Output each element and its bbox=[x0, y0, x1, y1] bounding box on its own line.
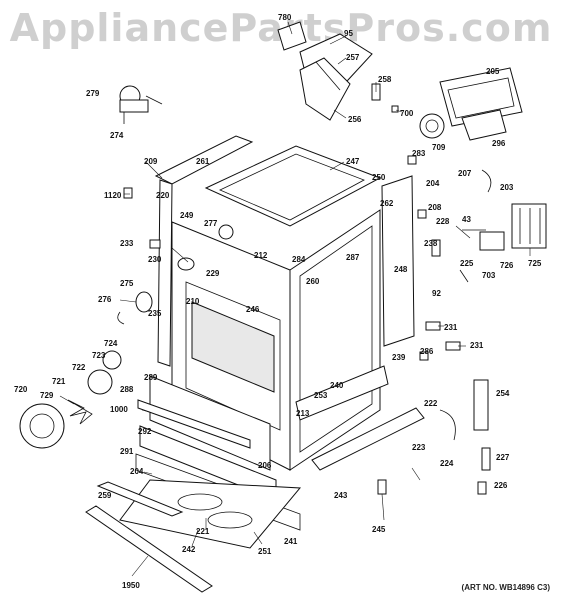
label-287: 287 bbox=[346, 253, 360, 262]
label-203: 203 bbox=[500, 183, 514, 192]
label-246: 246 bbox=[246, 305, 260, 314]
vent-duct-assembly bbox=[277, 21, 373, 121]
oven-body bbox=[85, 135, 425, 593]
label-229: 229 bbox=[206, 269, 220, 278]
label-724: 724 bbox=[104, 339, 118, 348]
label-228: 228 bbox=[436, 217, 450, 226]
label-275: 275 bbox=[120, 279, 134, 288]
label-205: 205 bbox=[486, 67, 500, 76]
label-729: 729 bbox=[40, 391, 54, 400]
label-239: 239 bbox=[392, 353, 406, 362]
label-206: 206 bbox=[258, 461, 272, 470]
label-721: 721 bbox=[52, 377, 66, 386]
label-274: 274 bbox=[110, 131, 124, 140]
label-709: 709 bbox=[432, 143, 446, 152]
label-276: 276 bbox=[98, 295, 112, 304]
label-247: 247 bbox=[346, 157, 360, 166]
label-284: 284 bbox=[292, 255, 306, 264]
label-249: 249 bbox=[180, 211, 194, 220]
label-257: 257 bbox=[346, 53, 360, 62]
label-241: 241 bbox=[284, 537, 298, 546]
label-224: 224 bbox=[440, 459, 454, 468]
label-240: 240 bbox=[330, 381, 344, 390]
label-700: 700 bbox=[400, 109, 414, 118]
label-261: 261 bbox=[196, 157, 210, 166]
label-204-bottom: 204 bbox=[130, 467, 144, 476]
label-220: 220 bbox=[156, 191, 170, 200]
label-283: 283 bbox=[412, 149, 426, 158]
label-291: 291 bbox=[120, 447, 134, 456]
valve-assembly bbox=[119, 85, 163, 124]
label-292: 292 bbox=[138, 427, 152, 436]
label-251: 251 bbox=[258, 547, 272, 556]
label-213: 213 bbox=[296, 409, 310, 418]
label-233: 233 bbox=[120, 239, 134, 248]
label-256: 256 bbox=[348, 115, 362, 124]
label-279: 279 bbox=[86, 89, 100, 98]
label-288: 288 bbox=[120, 385, 134, 394]
label-286: 286 bbox=[420, 347, 434, 356]
label-723: 723 bbox=[92, 351, 106, 360]
label-258: 258 bbox=[378, 75, 392, 84]
label-725: 725 bbox=[528, 259, 542, 268]
label-722: 722 bbox=[72, 363, 86, 372]
art-number: (ART NO. WB14896 C3) bbox=[461, 583, 550, 592]
label-209: 209 bbox=[144, 157, 158, 166]
leader-lines bbox=[59, 21, 531, 577]
label-212: 212 bbox=[254, 251, 268, 260]
part-labels: 780 95 257 205 279 258 700 274 709 296 2… bbox=[14, 13, 542, 590]
label-208: 208 bbox=[428, 203, 442, 212]
label-223: 223 bbox=[412, 443, 426, 452]
label-204-top: 204 bbox=[426, 179, 440, 188]
label-245: 245 bbox=[372, 525, 386, 534]
label-1000: 1000 bbox=[110, 405, 128, 414]
label-243: 243 bbox=[334, 491, 348, 500]
label-720: 720 bbox=[14, 385, 28, 394]
label-248: 248 bbox=[394, 265, 408, 274]
label-253: 253 bbox=[314, 391, 328, 400]
label-227: 227 bbox=[496, 453, 510, 462]
label-231-upper: 231 bbox=[444, 323, 458, 332]
label-289: 289 bbox=[144, 373, 158, 382]
label-296: 296 bbox=[492, 139, 506, 148]
label-231-lower: 231 bbox=[470, 341, 484, 350]
left-parts bbox=[19, 187, 234, 449]
label-207: 207 bbox=[458, 169, 472, 178]
label-43: 43 bbox=[462, 215, 471, 224]
label-235: 235 bbox=[148, 309, 162, 318]
label-225: 225 bbox=[460, 259, 474, 268]
label-230: 230 bbox=[148, 255, 162, 264]
label-92: 92 bbox=[432, 289, 441, 298]
label-726: 726 bbox=[500, 261, 514, 270]
label-259: 259 bbox=[98, 491, 112, 500]
label-1120: 1120 bbox=[104, 191, 122, 200]
label-254: 254 bbox=[496, 389, 510, 398]
label-1950: 1950 bbox=[122, 581, 140, 590]
label-210: 210 bbox=[186, 297, 200, 306]
label-262: 262 bbox=[380, 199, 394, 208]
label-703: 703 bbox=[482, 271, 496, 280]
label-95: 95 bbox=[344, 29, 353, 38]
label-238: 238 bbox=[424, 239, 438, 248]
label-226: 226 bbox=[494, 481, 508, 490]
label-260: 260 bbox=[306, 277, 320, 286]
label-221: 221 bbox=[196, 527, 210, 536]
label-250: 250 bbox=[372, 173, 386, 182]
label-242: 242 bbox=[182, 545, 196, 554]
label-277: 277 bbox=[204, 219, 218, 228]
label-780: 780 bbox=[278, 13, 292, 22]
label-222: 222 bbox=[424, 399, 438, 408]
back-panel-assembly bbox=[419, 67, 523, 141]
